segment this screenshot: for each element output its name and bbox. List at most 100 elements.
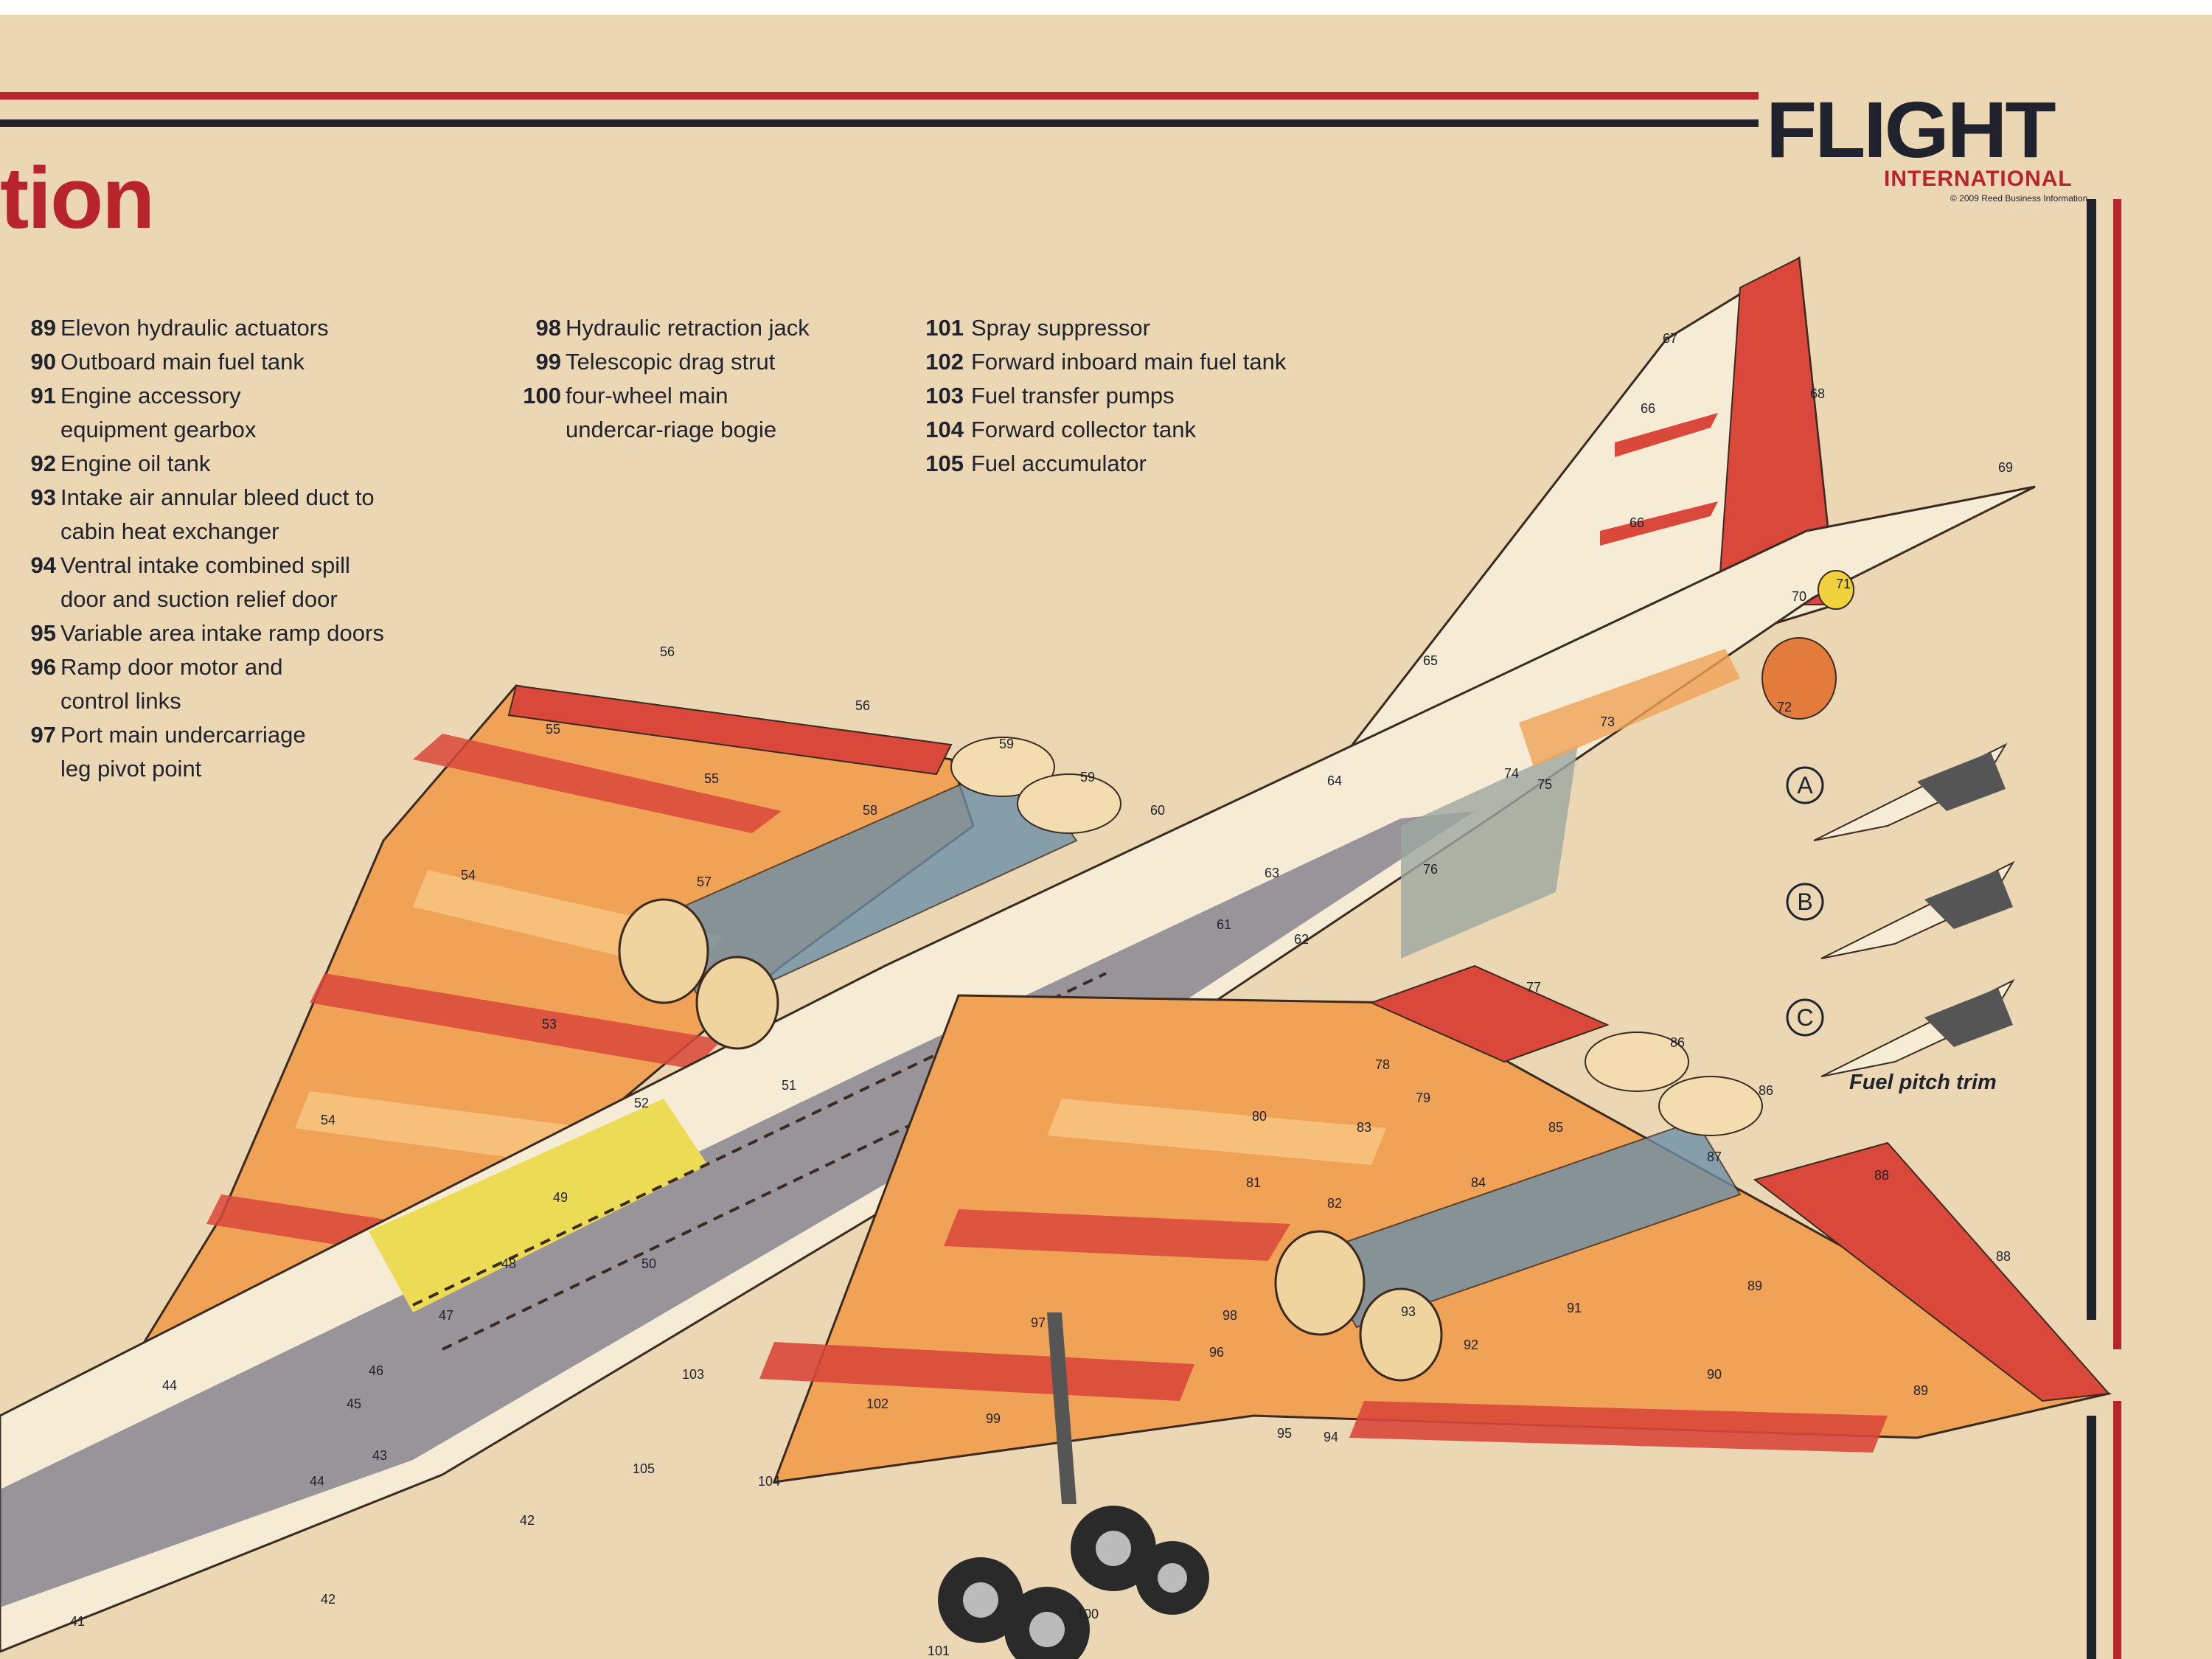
callout-88: 88 [1996, 1249, 2011, 1264]
callout-44: 44 [310, 1474, 324, 1489]
fuel-trim-options: ABC [1786, 766, 1824, 1037]
key-item-104: 104 Forward collector tank [918, 413, 1360, 447]
callout-59: 59 [1080, 770, 1095, 785]
key-item-number: 94 [30, 552, 56, 578]
margin-rule-red [2113, 199, 2121, 1349]
logo-copyright: © 2009 Reed Business Information [1950, 193, 2088, 204]
callout-55: 55 [704, 771, 719, 786]
key-item-text: Ventral intake combined spill [60, 552, 350, 578]
callout-72: 72 [1777, 700, 1792, 714]
key-item-text: cabin heat exchanger [60, 518, 279, 544]
cutaway-poster: tion FLIGHT INTERNATIONAL © 2009 Reed Bu… [0, 15, 2212, 1659]
callout-77: 77 [1526, 980, 1541, 995]
header-rule-red [0, 92, 1759, 100]
port-engine-nacelles [618, 737, 1121, 1050]
callout-93: 93 [1401, 1304, 1416, 1319]
key-item-number: 102 [925, 349, 964, 375]
aircraft-cutaway-diagram: ABC 676866666970717273747576656463626160… [0, 256, 2112, 1659]
callout-42: 42 [520, 1513, 535, 1528]
fuel-trim-option-C: C [1796, 1004, 1813, 1031]
key-item-text: Forward collector tank [971, 417, 1196, 442]
fuel-trim-option-ring [1786, 998, 1824, 1037]
callout-76: 76 [1423, 862, 1438, 877]
header-rule-dark [0, 119, 1759, 127]
callout-91: 91 [1567, 1301, 1582, 1315]
callout-56: 56 [855, 698, 870, 713]
main-undercarriage [938, 1312, 1209, 1659]
callout-86: 86 [1670, 1035, 1685, 1050]
key-item-text: control links [60, 688, 181, 714]
key-item-text: Forward inboard main fuel tank [971, 349, 1287, 375]
key-item-text: Fuel accumulator [971, 451, 1147, 476]
callout-60: 60 [1150, 803, 1165, 818]
key-item-number: 100 [523, 383, 561, 408]
callout-63: 63 [1265, 866, 1279, 880]
key-item-number: 99 [535, 349, 561, 375]
callout-66: 66 [1630, 515, 1644, 530]
tail-fin [1311, 256, 1837, 798]
key-item-number: 92 [30, 451, 56, 476]
flight-international-logo: FLIGHT INTERNATIONAL © 2009 Reed Busines… [1766, 90, 2135, 204]
callout-101: 101 [928, 1644, 950, 1658]
key-item-text: Telescopic drag strut [566, 349, 776, 375]
key-item-105: 105 Fuel accumulator [918, 447, 1360, 481]
callout-99: 99 [986, 1411, 1001, 1426]
key-item-text: Intake air annular bleed duct to [60, 484, 375, 510]
key-item-number: 97 [30, 722, 56, 748]
fuel-trim-option-A: A [1797, 772, 1813, 799]
key-item-number: 96 [30, 654, 56, 680]
key-item-text: Engine accessory [60, 383, 241, 408]
key-item-number: 89 [30, 315, 56, 341]
callout-numbers: 6768666669707172737475766564636261605959… [70, 331, 2013, 1658]
key-item-text: Fuel transfer pumps [971, 383, 1175, 408]
callout-54: 54 [321, 1113, 335, 1127]
margin-rule-dark-lower [2087, 1416, 2096, 1659]
logo-sub: INTERNATIONAL [1884, 167, 2073, 191]
callout-55: 55 [546, 722, 560, 737]
poster-title-fragment: tion [0, 150, 155, 247]
key-item-number: 98 [535, 315, 561, 341]
callout-68: 68 [1810, 386, 1825, 401]
callout-44: 44 [162, 1378, 177, 1393]
key-item-text: Spray suppressor [971, 315, 1150, 341]
key-item-number: 93 [30, 484, 56, 510]
callout-51: 51 [782, 1078, 796, 1093]
callout-98: 98 [1222, 1308, 1237, 1323]
key-item-number: 91 [30, 383, 56, 408]
callout-47: 47 [439, 1308, 453, 1323]
margin-rule-dark [2087, 199, 2096, 1320]
key-item-text: leg pivot point [60, 756, 202, 782]
key-item-text: door and suction relief door [60, 586, 338, 612]
key-item-number: 104 [925, 417, 964, 442]
callout-102: 102 [866, 1397, 888, 1411]
callout-59: 59 [999, 737, 1014, 751]
callout-86: 86 [1759, 1083, 1773, 1098]
callout-89: 89 [1913, 1383, 1928, 1398]
key-item-text: Port main undercarriage [60, 722, 306, 748]
callout-66: 66 [1641, 401, 1655, 416]
callout-70: 70 [1792, 589, 1806, 604]
callout-48: 48 [501, 1256, 516, 1271]
callout-88: 88 [1874, 1168, 1889, 1183]
key-item-text: Outboard main fuel tank [60, 349, 305, 375]
starboard-engine-nacelles [1274, 1032, 1763, 1382]
fuel-pitch-trim-caption: Fuel pitch trim [1849, 1071, 1997, 1094]
callout-83: 83 [1357, 1120, 1371, 1135]
key-item-number: 90 [30, 349, 56, 375]
callout-81: 81 [1246, 1175, 1261, 1190]
callout-100: 100 [1077, 1607, 1099, 1621]
callout-71: 71 [1836, 577, 1851, 591]
key-item-number: 105 [925, 451, 964, 476]
logo-word: FLIGHT [1766, 85, 2056, 174]
key-item-text: Hydraulic retraction jack [566, 315, 810, 341]
